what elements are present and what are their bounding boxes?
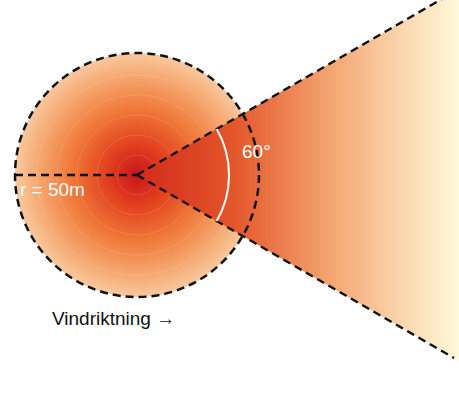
radius-label: r = 50m xyxy=(20,180,85,201)
wind-direction-label: Vindriktning → xyxy=(52,309,175,330)
dashed-outlines xyxy=(15,0,454,358)
angle-arc xyxy=(217,129,229,221)
angle-label: 60° xyxy=(242,142,271,163)
wind-cone xyxy=(137,0,459,361)
